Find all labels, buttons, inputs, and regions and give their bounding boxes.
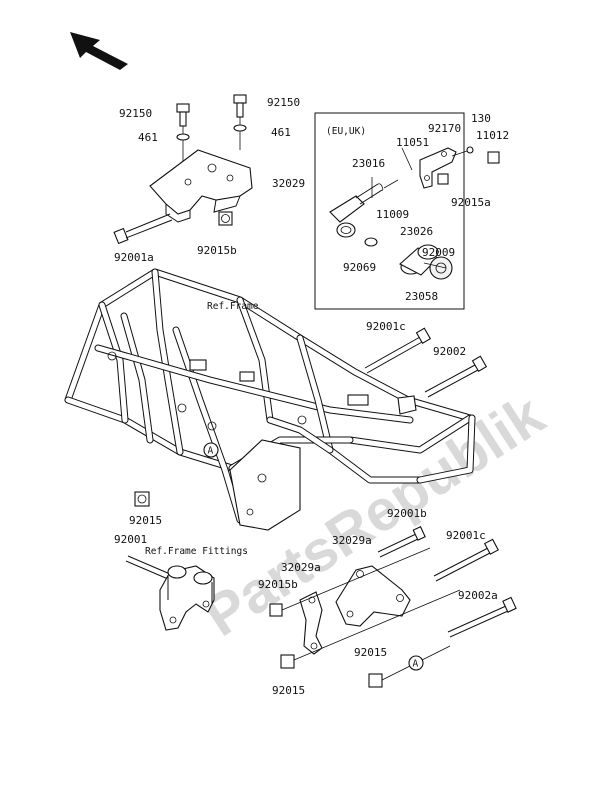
label-92015-mid: 92015 <box>354 646 387 659</box>
frame-fittings <box>125 555 215 631</box>
part-labels: 92150 92150 461 461 32029 92001a 92015b … <box>114 96 498 697</box>
nut-92015-left <box>134 491 150 507</box>
lower-right-brackets: A <box>269 526 517 688</box>
label-32029a-1: 32029a <box>332 534 372 547</box>
ref-marker-a-frame: A <box>208 446 214 457</box>
label-11051: 11051 <box>396 136 429 149</box>
label-32029: 32029 <box>272 177 305 190</box>
label-92001: 92001 <box>114 533 147 546</box>
label-92015a: 92015a <box>451 196 491 209</box>
label-11012: 11012 <box>476 129 509 142</box>
label-92001c-low: 92001c <box>446 529 486 542</box>
label-23016: 23016 <box>352 157 385 170</box>
ref-marker-a-bolt: A <box>413 659 419 670</box>
inset-title: (EU,UK) <box>326 126 366 137</box>
label-ref-frame: Ref.Frame <box>207 301 259 312</box>
label-92150-left: 92150 <box>119 107 152 120</box>
label-92015b-top: 92015b <box>197 244 237 257</box>
main-frame: A <box>64 268 476 531</box>
inset-labels: (EU,UK) 23016 11051 92170 130 11012 9201… <box>326 112 509 303</box>
label-92009: 92009 <box>422 246 455 259</box>
label-130: 130 <box>471 112 491 125</box>
arrow-up-left-icon <box>70 32 128 70</box>
label-461-right: 461 <box>271 126 291 139</box>
label-92015b-low: 92015b <box>258 578 298 591</box>
label-92069: 92069 <box>343 261 376 274</box>
label-32029a-2: 32029a <box>281 561 321 574</box>
label-92015-bottom: 92015 <box>272 684 305 697</box>
label-92002a: 92002a <box>458 589 498 602</box>
label-ref-frame-fittings: Ref.Frame Fittings <box>145 546 248 557</box>
label-92150-right: 92150 <box>267 96 300 109</box>
long-bolts <box>364 327 488 398</box>
upper-bracket-assembly <box>113 94 253 245</box>
label-92001c-top: 92001c <box>366 320 406 333</box>
label-92001b: 92001b <box>387 507 427 520</box>
label-92001a: 92001a <box>114 251 154 264</box>
label-23026: 23026 <box>400 225 433 238</box>
label-92015-left: 92015 <box>129 514 162 527</box>
label-11009: 11009 <box>376 208 409 221</box>
label-92170: 92170 <box>428 122 461 135</box>
inset-eu-uk <box>314 112 500 310</box>
label-92002: 92002 <box>433 345 466 358</box>
label-461-left: 461 <box>138 131 158 144</box>
label-23058: 23058 <box>405 290 438 303</box>
